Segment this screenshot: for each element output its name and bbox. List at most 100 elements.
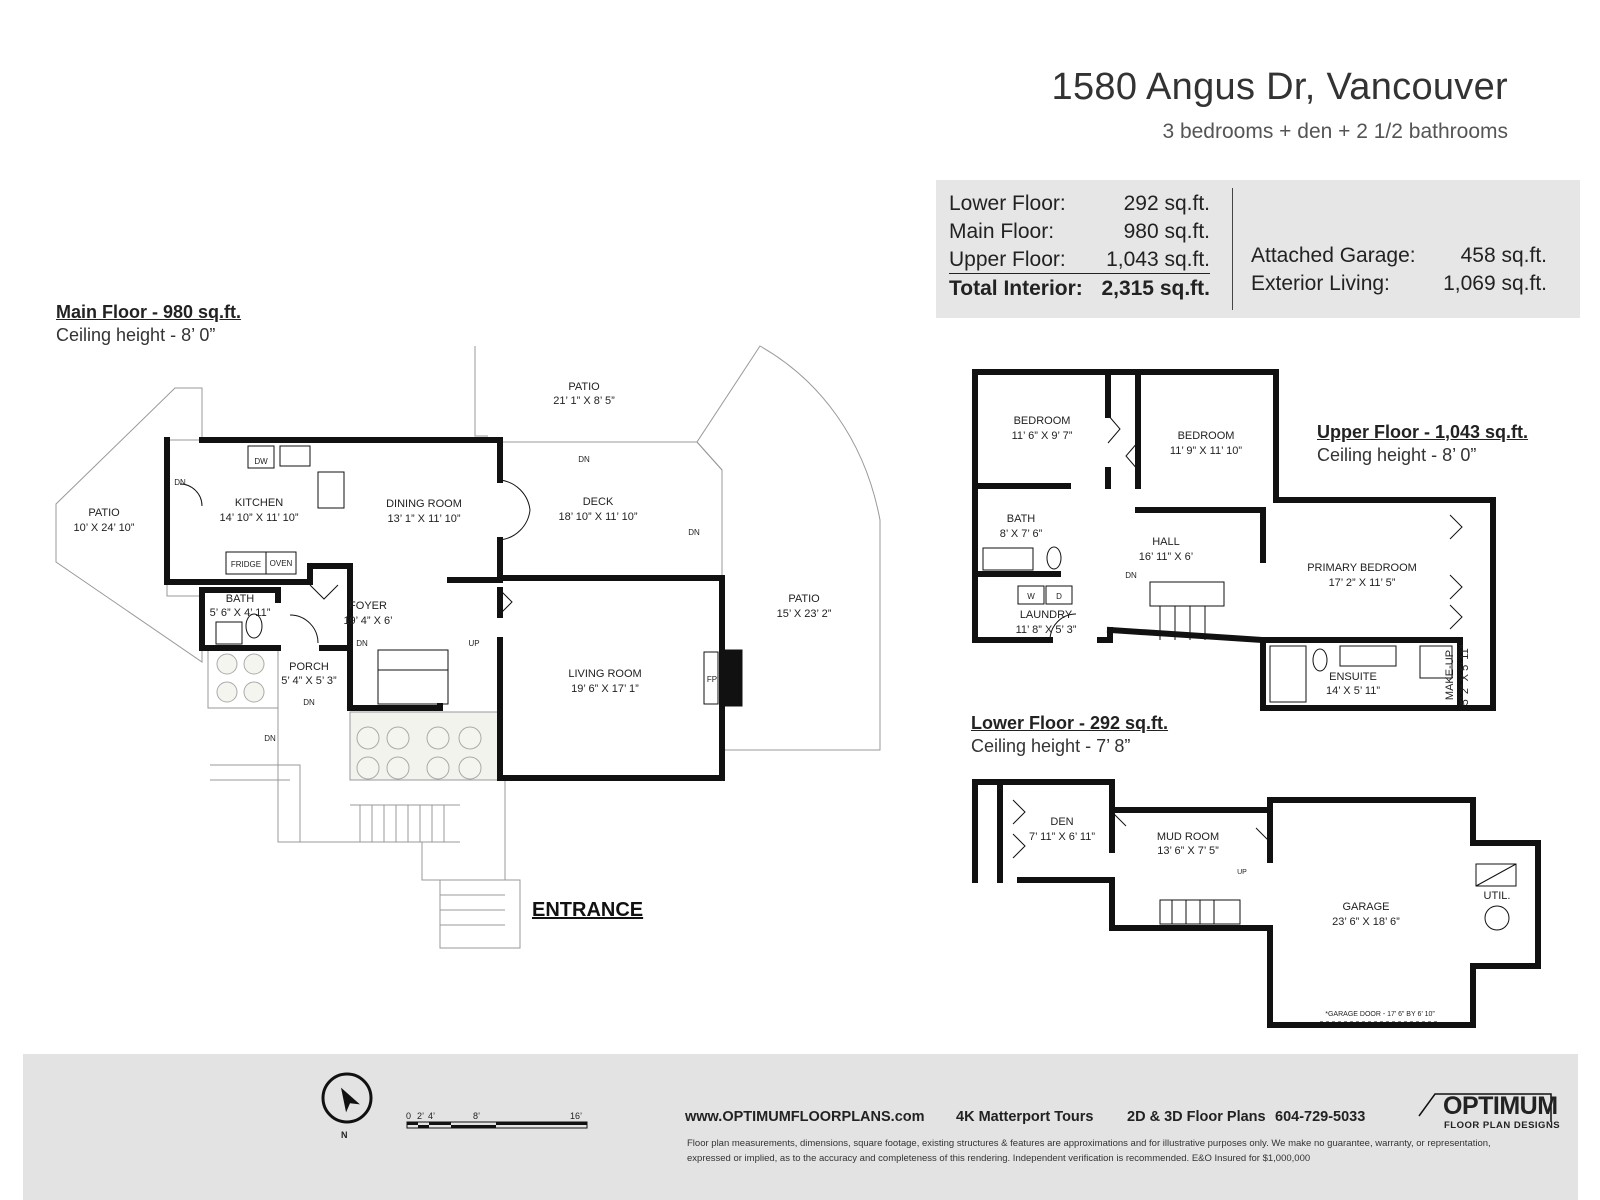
- floor-plan-services: 2D & 3D Floor Plans: [1127, 1109, 1266, 1125]
- main-bath-dim: 5’ 6” X 4’ 11”: [210, 607, 271, 619]
- dn-label-patio: DN: [174, 478, 186, 487]
- compass-icon: [321, 1072, 373, 1124]
- rooms-summary: 3 bedrooms + den + 2 1/2 bathrooms: [1162, 120, 1508, 143]
- entry-stairs: [350, 804, 520, 926]
- garage-door-label: *GARAGE DOOR - 17’ 6” BY 6’ 10”: [1325, 1011, 1435, 1018]
- laundry-dim: 11’ 8” X 5’ 3”: [1016, 624, 1077, 636]
- main-floor-fixtures: [179, 445, 743, 707]
- website-link[interactable]: www.OPTIMUMFLOORPLANS.com: [685, 1109, 925, 1125]
- upper-floor-walls: [972, 369, 1496, 711]
- exterior-value: 1,069 sq.ft.: [1443, 272, 1547, 295]
- patio-north-dim: 21’ 1” X 8’ 5”: [553, 395, 615, 407]
- makeup-name: MAKE-UP: [1444, 650, 1456, 700]
- upper-bath-name: BATH: [1007, 513, 1036, 525]
- main-floor-label: Main Floor:: [949, 220, 1055, 243]
- walk-outline: [210, 764, 301, 842]
- dryer-label: D: [1056, 592, 1062, 601]
- property-address: 1580 Angus Dr, Vancouver: [1051, 66, 1508, 108]
- floor-plans: PATIO 10’ X 24’ 10” PATIO 21’ 1” X 8’ 5”…: [55, 345, 1541, 1028]
- upper-floor-heading: Upper Floor - 1,043 sq.ft.: [1317, 422, 1529, 442]
- deck-outline: [500, 441, 723, 578]
- summary-divider: [1232, 188, 1233, 310]
- logo-tagline: FLOOR PLAN DESIGNS: [1444, 1120, 1561, 1131]
- upper-floor-value: 1,043 sq.ft.: [1106, 248, 1210, 271]
- foyer-name: FOYER: [349, 600, 387, 612]
- fireplace: [721, 649, 743, 707]
- exterior-label: Exterior Living:: [1251, 272, 1390, 295]
- washer-label: W: [1027, 592, 1035, 601]
- lower-floor-walls: [972, 779, 1541, 1028]
- upper-dn-label: DN: [1125, 571, 1137, 580]
- lower-floor-label: Lower Floor:: [949, 192, 1066, 215]
- area-summary-panel: Lower Floor: 292 sq.ft. Main Floor: 980 …: [936, 180, 1580, 318]
- living-dim: 19’ 6” X 17’ 1”: [571, 683, 639, 695]
- total-interior-value: 2,315 sq.ft.: [1101, 277, 1210, 300]
- primary-bedroom-name: PRIMARY BEDROOM: [1307, 562, 1417, 574]
- kitchen-name: KITCHEN: [235, 497, 283, 509]
- main-floor-ceiling: Ceiling height - 8’ 0”: [56, 325, 216, 345]
- patio-east-name: PATIO: [788, 593, 820, 605]
- phone-number: 604-729-5033: [1275, 1109, 1366, 1125]
- main-bath-name: BATH: [226, 593, 255, 605]
- dn-label-deck: DN: [688, 528, 700, 537]
- main-floor-heading: Main Floor - 980 sq.ft.: [56, 302, 242, 322]
- patio-east-outline: [474, 345, 881, 751]
- living-name: LIVING ROOM: [568, 668, 641, 680]
- mud-room-dim: 13’ 6” X 7’ 5”: [1157, 845, 1219, 857]
- matterport-tours: 4K Matterport Tours: [956, 1109, 1094, 1125]
- dn-label-stairs: DN: [356, 639, 368, 648]
- scale-8: 8’: [473, 1111, 481, 1121]
- deck-dim: 18’ 10” X 11’ 10”: [558, 511, 637, 523]
- main-planter-circles: [216, 653, 482, 780]
- patio-north-name: PATIO: [568, 381, 600, 393]
- bedroom-1-dim: 11’ 6” X 9’ 7”: [1012, 430, 1073, 442]
- hall-dim: 16’ 11” X 6’: [1139, 551, 1193, 563]
- upper-floor-fixtures: [982, 414, 1463, 703]
- main-floor-walls: [164, 437, 725, 781]
- dining-dim: 13’ 1” X 11’ 10”: [388, 513, 461, 525]
- logo-wordmark: OPTIMUM: [1443, 1092, 1558, 1120]
- laundry-name: LAUNDRY: [1020, 609, 1073, 621]
- upper-floor-label: Upper Floor:: [949, 248, 1066, 271]
- porch-name: PORCH: [289, 661, 329, 673]
- oven-label: OVEN: [270, 559, 293, 568]
- total-interior-label: Total Interior:: [949, 277, 1083, 300]
- main-floor-value: 980 sq.ft.: [1123, 220, 1210, 243]
- den-name: DEN: [1050, 816, 1073, 828]
- dining-name: DINING ROOM: [386, 498, 462, 510]
- patio-east-dim: 15’ X 23’ 2”: [777, 608, 832, 620]
- patio-west-name: PATIO: [88, 507, 120, 519]
- upper-floor-row: [949, 248, 1210, 274]
- ensuite-name: ENSUITE: [1329, 671, 1377, 683]
- disclaimer-text: Floor plan measurements, dimensions, squ…: [687, 1138, 1491, 1164]
- ensuite-dim: 14’ X 5’ 11”: [1326, 685, 1380, 697]
- dishwasher-label: DW: [254, 457, 268, 466]
- scale-4: 4’: [428, 1111, 436, 1121]
- company-logo: [1418, 1093, 1552, 1122]
- bedroom-2-name: BEDROOM: [1178, 430, 1235, 442]
- mud-room-name: MUD ROOM: [1157, 831, 1219, 843]
- upper-floor-ceiling: Ceiling height - 8’ 0”: [1317, 445, 1477, 465]
- lower-floor-value: 292 sq.ft.: [1123, 192, 1210, 215]
- porch-pad: [207, 647, 279, 709]
- fridge-label: FRIDGE: [231, 560, 261, 569]
- lower-floor-fixtures: [1012, 799, 1517, 1023]
- lower-floor-heading: Lower Floor - 292 sq.ft.: [971, 713, 1169, 733]
- dn-label-porch: DN: [303, 698, 315, 707]
- makeup-dim: 5’ 2” X 5’ 11”: [1459, 644, 1471, 705]
- footer-bar: N 0 2’ 4’ 8’ 16’ www.OPTIMUMFLOORPLANS.c…: [23, 1054, 1578, 1200]
- entrance-label: ENTRANCE: [532, 899, 643, 921]
- fireplace-label: FP: [707, 675, 717, 684]
- deck-name: DECK: [583, 496, 614, 508]
- scale-0: 0: [406, 1111, 412, 1121]
- lower-up-label: UP: [1237, 869, 1247, 876]
- util-label: UTIL.: [1484, 890, 1511, 902]
- scale-16: 16’: [570, 1111, 583, 1121]
- bedroom-2-dim: 11’ 9” X 11’ 10”: [1170, 445, 1242, 457]
- up-label-stairs: UP: [468, 639, 479, 648]
- kitchen-dim: 14’ 10” X 11’ 10”: [219, 512, 298, 524]
- foyer-dim: 19’ 4” X 6’: [343, 615, 392, 627]
- dn-label-walk: DN: [264, 734, 276, 743]
- garage-value: 458 sq.ft.: [1460, 244, 1547, 267]
- compass-north: N: [341, 1130, 348, 1140]
